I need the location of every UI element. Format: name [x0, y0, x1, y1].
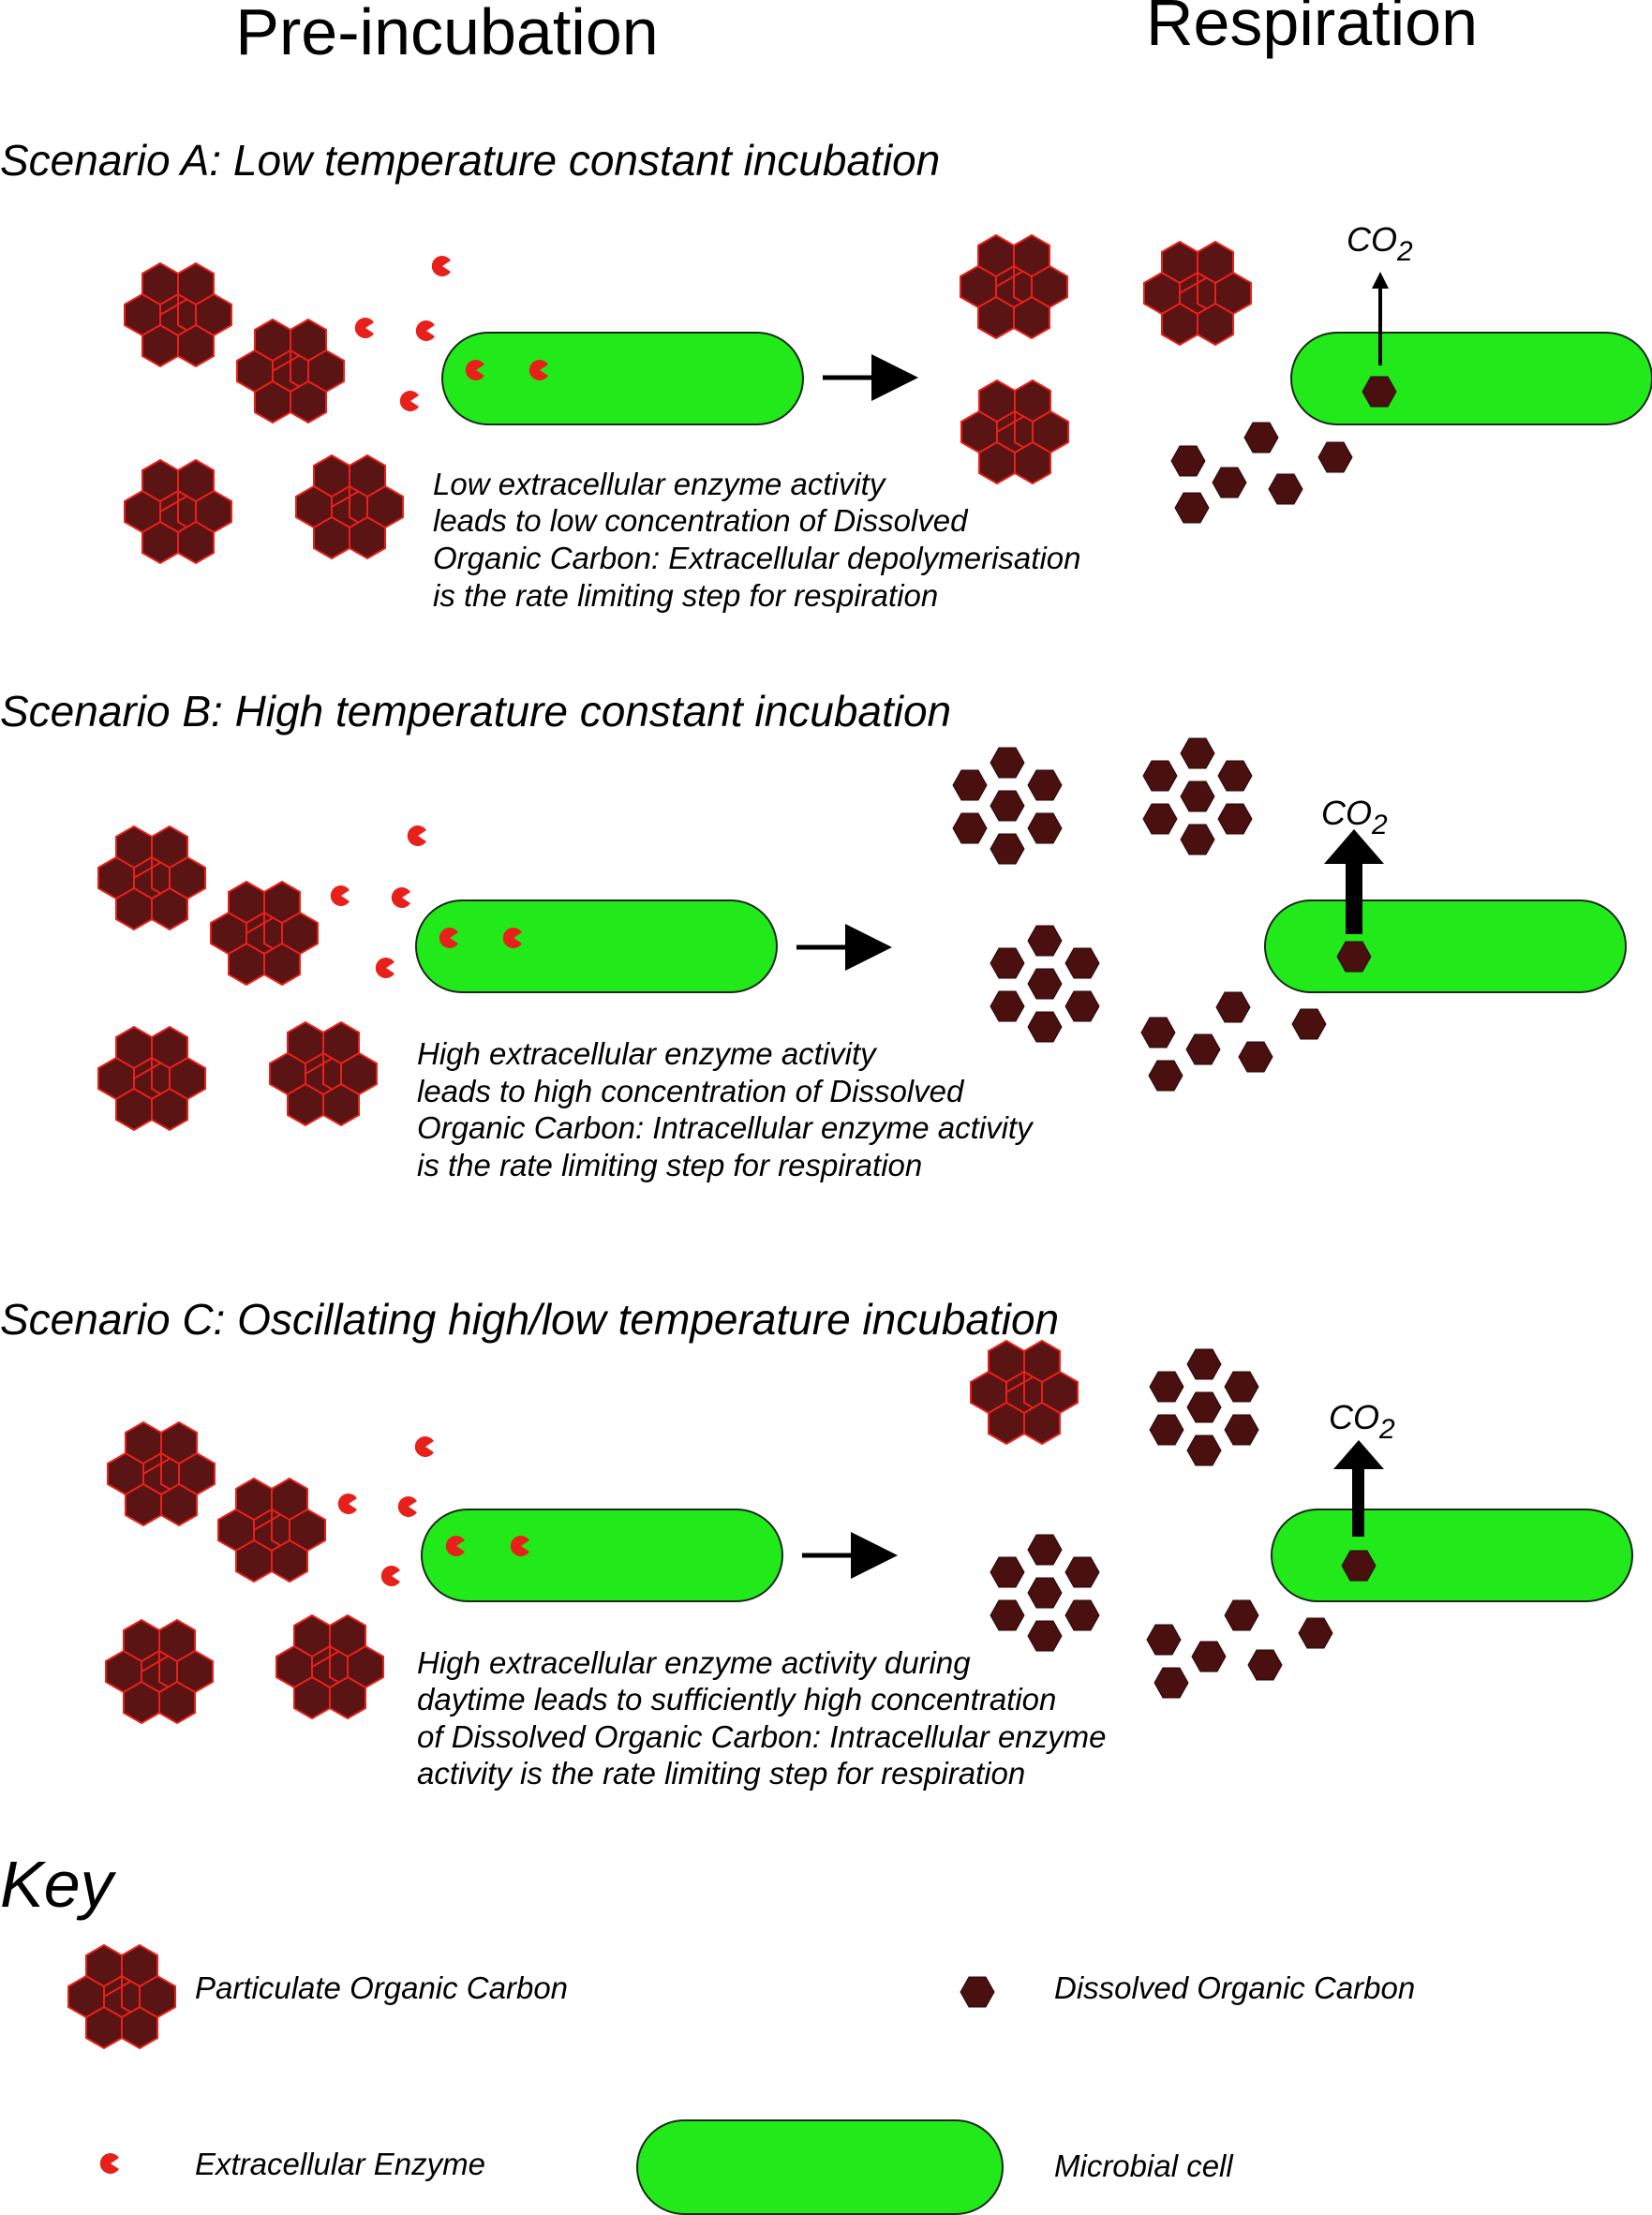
microbial-cell-icon [1290, 332, 1652, 425]
scenario-a-description: Low extracellular enzyme activity leads … [433, 467, 1081, 613]
extracellular-enzyme-icon [407, 825, 426, 846]
scenario-c-title: Scenario C: Oscillating high/low tempera… [0, 1295, 1059, 1344]
particulate-organic-carbon-icon [217, 1478, 326, 1583]
particulate-organic-carbon-icon [970, 1340, 1079, 1445]
dissolved-organic-carbon-icon [1170, 445, 1206, 477]
dissolved-organic-carbon-icon [1146, 1624, 1182, 1656]
description-line: High extracellular enzyme activity durin… [417, 1645, 971, 1680]
dissolved-organic-carbon-icon [1148, 1060, 1183, 1092]
microbial-cell-icon [421, 1509, 783, 1602]
dissolved-organic-carbon-icon [1140, 1017, 1176, 1048]
extracellular-enzyme-icon [397, 1496, 417, 1517]
dissolved-organic-carbon-icon [1185, 1033, 1221, 1065]
scenario-a: Scenario A: Low temperature constant inc… [0, 136, 1652, 613]
extracellular-enzyme-icon [380, 1566, 400, 1586]
key-legend: Key Particulate Organic Carbon Dissolved… [0, 1848, 1415, 2215]
extracellular-enzyme-icon [414, 1436, 434, 1457]
particulate-organic-carbon-icon [67, 1944, 176, 2049]
co2-label: CO2 [1329, 1398, 1395, 1445]
extracellular-enzyme-icon [431, 256, 451, 276]
scenario-c-description: High extracellular enzyme activity durin… [417, 1645, 1107, 1791]
co2-label: CO2 [1321, 794, 1388, 840]
extracellular-enzyme-icon [354, 318, 374, 338]
particulate-organic-carbon-icon [105, 1619, 214, 1724]
particulate-organic-carbon-icon [107, 1421, 216, 1526]
particulate-organic-carbon-icon [960, 379, 1069, 484]
key-label-enzyme: Extracellular Enzyme [195, 2147, 485, 2181]
dissolved-organic-carbon-icon [1298, 1617, 1333, 1649]
extracellular-enzyme-icon [391, 887, 410, 908]
dissolved-organic-carbon-icon [1150, 1349, 1258, 1465]
description-line: leads to high concentration of Dissolved [417, 1074, 965, 1108]
scenario-a-title: Scenario A: Low temperature constant inc… [0, 136, 940, 185]
dissolved-organic-carbon-icon [1268, 473, 1303, 505]
particulate-organic-carbon-icon [236, 319, 345, 424]
particulate-organic-carbon-icon [960, 234, 1068, 339]
extracellular-enzyme-icon [337, 1494, 357, 1514]
description-line: Low extracellular enzyme activity [433, 467, 887, 501]
extracellular-enzyme-icon [415, 320, 435, 341]
dissolved-organic-carbon-icon [990, 1535, 1099, 1651]
microbial-cell-icon [1271, 1509, 1633, 1602]
description-line: is the rate limiting step for respiratio… [433, 578, 938, 613]
extracellular-enzyme-icon [330, 885, 350, 906]
particulate-organic-carbon-icon [210, 881, 319, 986]
co2-label: CO2 [1347, 220, 1413, 267]
scenario-b-title: Scenario B: High temperature constant in… [0, 687, 951, 736]
microbial-cell-icon [441, 332, 804, 425]
particulate-organic-carbon-icon [124, 262, 232, 367]
dissolved-organic-carbon-icon [1247, 1649, 1283, 1681]
extracellular-enzyme-icon [375, 958, 394, 978]
dissolved-organic-carbon-icon [960, 1976, 995, 2008]
description-line: leads to low concentration of Dissolved [433, 503, 969, 538]
particulate-organic-carbon-icon [1143, 241, 1252, 346]
key-title: Key [0, 1848, 117, 1921]
particulate-organic-carbon-icon [124, 459, 232, 564]
scenario-c: Scenario C: Oscillating high/low tempera… [0, 1295, 1633, 1791]
pre-incubation-header: Pre-incubation [235, 0, 658, 68]
respiration-header: Respiration [1146, 0, 1478, 59]
scenario-b: Scenario B: High temperature constant in… [0, 687, 1627, 1182]
microbial-cell-icon [636, 2119, 1004, 2215]
dissolved-organic-carbon-icon [1215, 991, 1251, 1023]
description-line: Organic Carbon: Intracellular enzyme act… [417, 1110, 1034, 1145]
particulate-organic-carbon-icon [275, 1614, 384, 1719]
dissolved-organic-carbon-icon [953, 748, 1062, 864]
co2-arrowhead [1333, 1440, 1384, 1469]
dissolved-organic-carbon-icon [1224, 1599, 1259, 1631]
scenario-b-description: High extracellular enzyme activity leads… [417, 1036, 1034, 1182]
particulate-organic-carbon-icon [295, 454, 404, 559]
key-label-cell: Microbial cell [1054, 2148, 1234, 2183]
co2-arrow-medium [1352, 1466, 1364, 1537]
description-line: Organic Carbon: Extracellular depolymeri… [433, 541, 1081, 575]
co2-arrowhead [1372, 272, 1389, 289]
co2-arrow-thick [1346, 859, 1362, 934]
description-line: of Dissolved Organic Carbon: Intracellul… [417, 1719, 1107, 1754]
key-label-dissolved: Dissolved Organic Carbon [1054, 1970, 1415, 2005]
dissolved-organic-carbon-icon [1174, 492, 1210, 524]
particulate-organic-carbon-icon [97, 1026, 206, 1131]
particulate-organic-carbon-icon [97, 825, 206, 930]
dissolved-organic-carbon-icon [1291, 1008, 1327, 1040]
description-line: High extracellular enzyme activity [417, 1036, 878, 1071]
particulate-organic-carbon-icon [269, 1021, 378, 1126]
extracellular-enzyme-icon [99, 2153, 119, 2174]
description-line: activity is the rate limiting step for r… [417, 1756, 1025, 1791]
dissolved-organic-carbon-icon [1191, 1641, 1227, 1672]
extracellular-enzyme-icon [399, 391, 419, 411]
key-label-particulate: Particulate Organic Carbon [195, 1970, 568, 2005]
dissolved-organic-carbon-icon [990, 926, 1099, 1042]
dissolved-organic-carbon-icon [1212, 467, 1247, 498]
microbial-cell-icon [415, 899, 778, 993]
dissolved-organic-carbon-icon [1143, 738, 1252, 855]
co2-arrowhead [1324, 829, 1384, 864]
dissolved-organic-carbon-icon [1153, 1667, 1189, 1699]
description-line: daytime leads to sufficiently high conce… [417, 1682, 1056, 1717]
microbial-cell-icon [1264, 899, 1627, 993]
dissolved-organic-carbon-icon [1317, 441, 1353, 473]
dissolved-organic-carbon-icon [1238, 1041, 1273, 1073]
dissolved-organic-carbon-icon [1243, 422, 1279, 453]
description-line: is the rate limiting step for respiratio… [417, 1148, 922, 1182]
